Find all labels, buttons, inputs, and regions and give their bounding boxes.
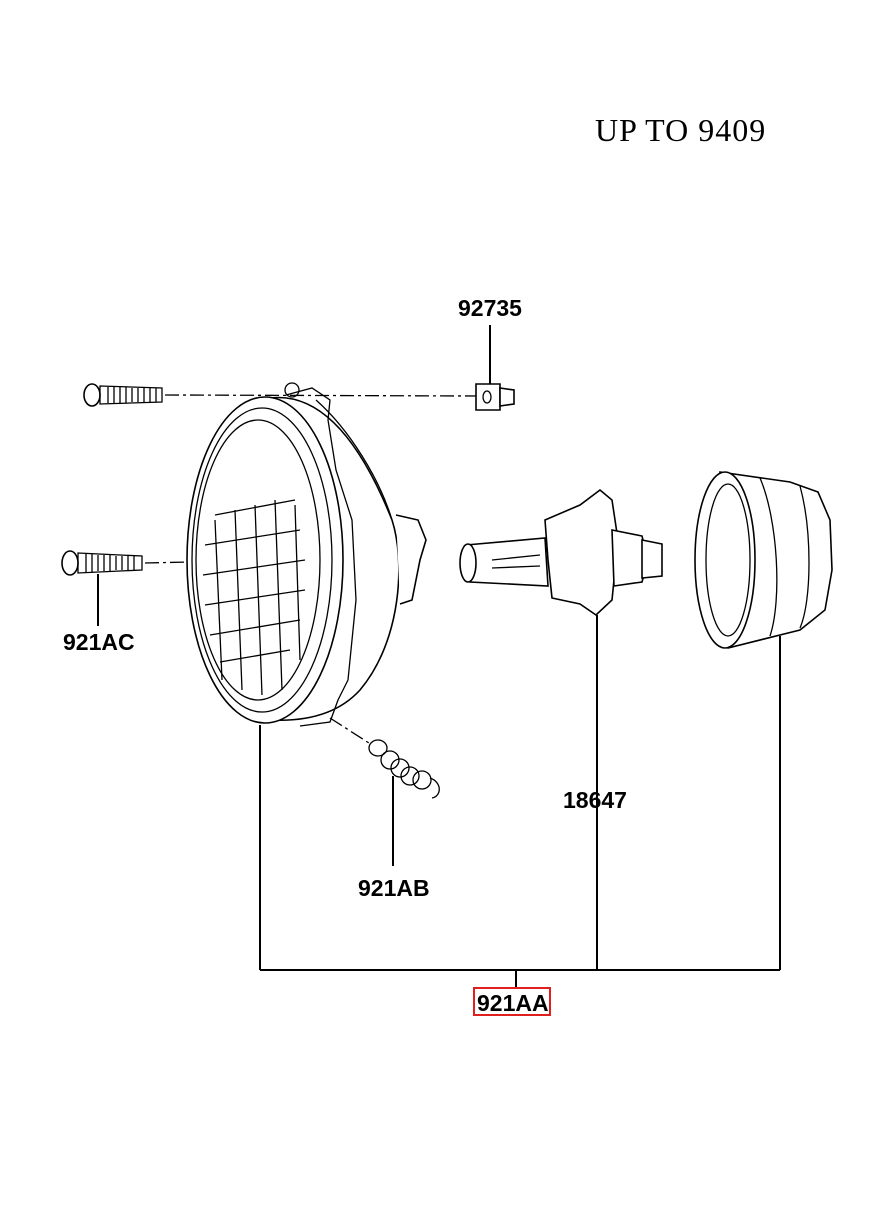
page-title: UP TO 9409 — [595, 112, 766, 148]
clip-nut-icon — [475, 383, 515, 411]
assembly-bracket — [259, 725, 780, 988]
part-label-18647: 18647 — [563, 787, 627, 813]
part-label-921AB: 921AB — [358, 875, 430, 901]
part-label-92735: 92735 — [458, 295, 522, 321]
screw-icon — [83, 383, 163, 407]
bulb-icon — [459, 488, 663, 617]
part-label-921AC: 921AC — [63, 629, 135, 655]
rubber-cover-icon — [694, 471, 833, 649]
highlight-box — [473, 987, 551, 1016]
headlamp-unit-icon — [186, 382, 427, 727]
spring-icon — [368, 739, 440, 799]
part-label-921AA[interactable]: 921AA — [477, 990, 549, 1016]
screw-icon — [61, 550, 143, 576]
